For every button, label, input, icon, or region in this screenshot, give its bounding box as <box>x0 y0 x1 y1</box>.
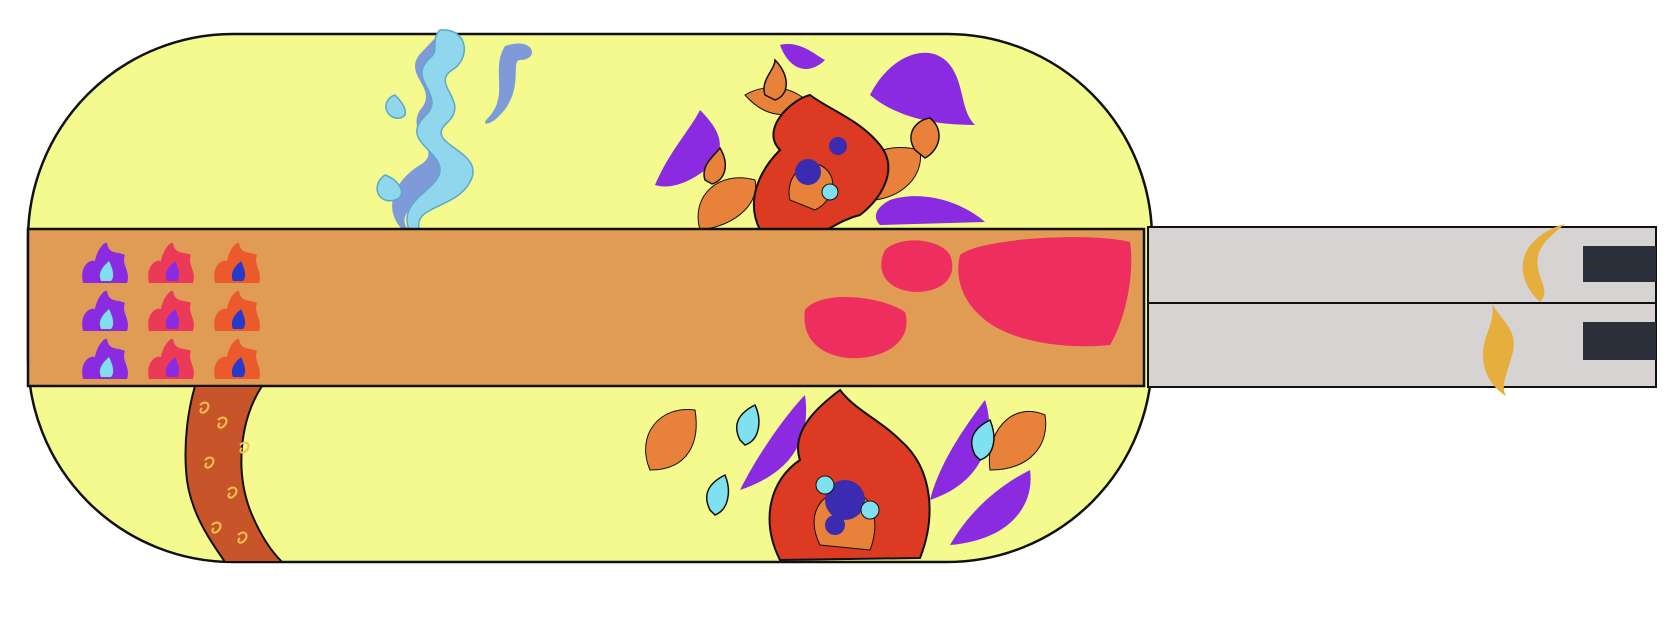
dock-lane-1 <box>1147 226 1657 304</box>
blob-icon <box>958 237 1132 347</box>
swirl-icon <box>204 456 215 469</box>
swirl-icon <box>199 401 210 414</box>
fire-cluster-top-icon <box>655 43 985 234</box>
swirl-icon <box>217 416 228 429</box>
swirl-icon <box>211 521 222 534</box>
swirl-icon <box>227 486 238 499</box>
flame-icon <box>1482 303 1514 396</box>
flame-icon <box>148 290 194 331</box>
fire-cluster-bottom-icon <box>645 388 1047 562</box>
swirl-icon <box>239 441 250 454</box>
trunk-icon <box>184 385 285 563</box>
blob-icon <box>881 240 953 292</box>
pink-blob-cluster <box>804 237 1132 359</box>
flame-icon <box>148 242 194 283</box>
dock-lane-2 <box>1147 302 1657 388</box>
flame-icon <box>214 338 260 379</box>
flame-icon <box>1522 224 1565 302</box>
flame-icon <box>148 338 194 379</box>
flame-icon <box>82 290 128 331</box>
lane-flame-grid <box>82 242 260 379</box>
lane <box>26 227 1146 388</box>
swirl-icon <box>237 531 248 544</box>
dock <box>1147 224 1657 396</box>
blob-icon <box>804 297 907 359</box>
slot-icon <box>1583 246 1656 282</box>
flame-icon <box>82 242 128 283</box>
flame-icon <box>214 242 260 283</box>
flame-icon <box>82 338 128 379</box>
flame-icon <box>214 290 260 331</box>
slot-icon <box>1583 322 1656 360</box>
